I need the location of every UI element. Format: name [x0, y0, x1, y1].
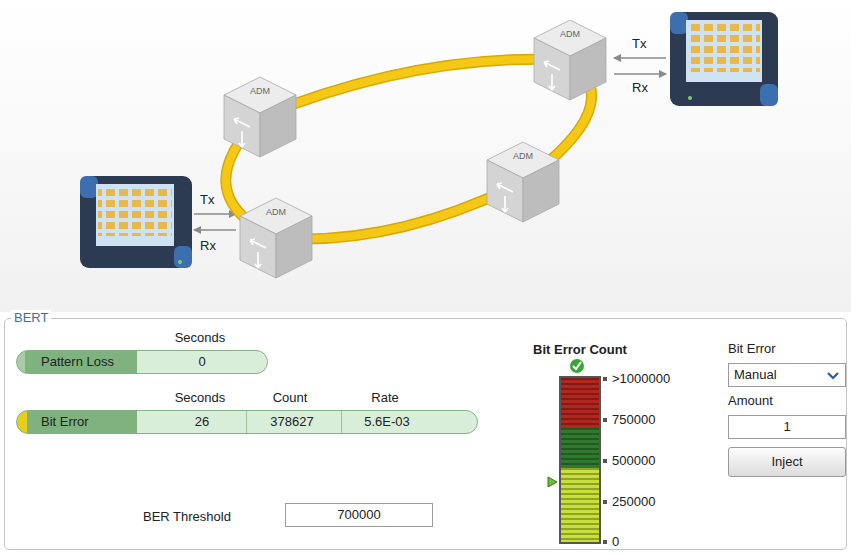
node-label: ADM [250, 83, 270, 99]
adm-node: ADM [532, 18, 608, 102]
fiber-ring-edge [260, 59, 570, 117]
text-label: Inject [771, 454, 802, 470]
field-group: Bit ErrorManual [728, 341, 846, 389]
node-label: ADM [513, 148, 533, 164]
tester-left [80, 176, 192, 268]
cube-arrow [250, 239, 266, 268]
background [0, 0, 851, 312]
text-label: Bit Error [728, 341, 776, 357]
cube-face [534, 38, 570, 100]
tx-arrow [614, 57, 666, 59]
gauge [548, 359, 607, 544]
field-group: BER Threshold 700000 [137, 503, 437, 529]
dropdown-chevron [827, 371, 839, 381]
gauge-scale: 250000 [612, 494, 655, 510]
fiber-ring [276, 182, 523, 239]
adm-node: ADM [485, 140, 561, 224]
tx-arrow [194, 213, 236, 215]
node-label: ADM [266, 204, 286, 220]
text-label: 378627 [270, 414, 313, 430]
input-value: 1 [728, 415, 846, 439]
gauge-scale: 0 [612, 534, 619, 550]
panel-group: BERTPattern Loss0Bit Error263786275.6E-0… [4, 318, 847, 550]
column-header: Count [273, 390, 308, 406]
text-label: 0 [198, 354, 205, 370]
input-value: Manual [728, 363, 846, 387]
tester-right [670, 12, 778, 106]
fiber-ring [260, 59, 570, 117]
cube-arrow [234, 118, 250, 147]
status-bar: Bit Error 26 378627 5.6E-03 [16, 410, 478, 434]
rx-arrow [194, 229, 236, 231]
cube-face [523, 160, 559, 222]
text-label: 26 [195, 414, 209, 430]
signal-name: Tx [632, 36, 646, 52]
rx-arrow [614, 73, 666, 75]
signal-name: Tx [200, 192, 214, 208]
text-label: 5.6E-03 [364, 414, 410, 430]
text-label: Pattern Loss [41, 354, 114, 370]
text-label: BER Threshold [143, 509, 231, 525]
button: Inject [728, 447, 846, 477]
gauge-scale: >1000000 [612, 371, 670, 387]
text-label: BERT [11, 310, 51, 326]
column-header: Seconds [175, 390, 226, 406]
column-header: Seconds [175, 330, 226, 346]
gauge-scale: 750000 [612, 412, 655, 428]
cube-face [240, 216, 276, 278]
cube-face [260, 95, 296, 157]
signal-name: Rx [632, 80, 648, 96]
gauge-scale: 500000 [612, 453, 655, 469]
column-header: Rate [371, 390, 398, 406]
panel-ground [0, 312, 851, 554]
gauge-title: Bit Error Count [533, 342, 627, 358]
chevron [828, 373, 838, 378]
cube-face [224, 95, 260, 157]
node-label: ADM [560, 26, 580, 42]
input-value: 700000 [285, 503, 433, 527]
cube-arrow [497, 183, 513, 212]
adm-node: ADM [238, 196, 314, 280]
field-group: Amount 1 [728, 393, 846, 439]
cube-face [570, 38, 606, 100]
text-label: Amount [728, 393, 773, 409]
fiber-ring-edge [276, 182, 523, 239]
cube-face [487, 160, 523, 222]
adm-node: ADM [222, 75, 298, 159]
cube-arrow [544, 61, 560, 90]
cube-face [276, 216, 312, 278]
text-label: Bit Error [41, 414, 89, 430]
status-bar: Pattern Loss 0 [16, 350, 268, 374]
signal-name: Rx [200, 238, 216, 254]
